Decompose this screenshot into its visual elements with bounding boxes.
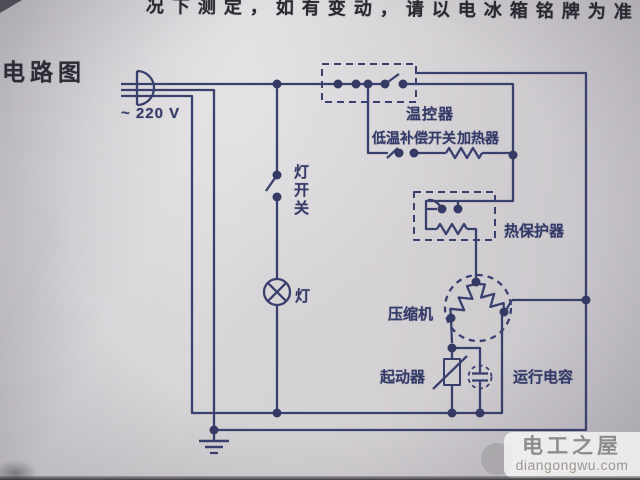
wire-thermostat-to-protector <box>403 82 515 231</box>
compressor-start-winding <box>449 282 477 319</box>
photo-corner-shadow <box>0 0 22 13</box>
thermal-protector-label: 热保护器 <box>504 223 565 240</box>
wire-right-rail <box>214 71 588 432</box>
starter-icon <box>432 318 468 413</box>
photo-bottom-edge <box>0 476 640 480</box>
wire-earth <box>121 88 216 430</box>
thermal-protector-box <box>413 191 496 282</box>
lamp-label: 灯 <box>295 288 311 305</box>
watermark-site-url: diangongwu.com <box>515 457 629 474</box>
junction-dots <box>209 79 591 435</box>
run-capacitor-icon <box>452 346 493 413</box>
low-temp-compensation-switch-label: 低温补偿开关 <box>372 130 456 146</box>
heater-resistor-icon <box>414 146 515 160</box>
compressor-icon <box>443 273 586 343</box>
watermark: 电工之屋 diangongwu.com <box>504 432 640 478</box>
lamp-switch-icon <box>265 84 279 279</box>
run-capacitor-label: 运行电容 <box>513 369 574 386</box>
photo-bottom-left-shadow <box>0 460 38 480</box>
thermostat-label: 温控器 <box>406 106 455 123</box>
watermark-site-name: 电工之屋 <box>522 435 622 459</box>
lamp-icon <box>262 277 292 413</box>
lamp-switch-label: 灯开关 <box>292 164 309 218</box>
voltage-label: ~ 220 V <box>121 105 181 122</box>
heater-label: 加热器 <box>457 130 499 146</box>
starter-label: 起动器 <box>380 369 426 386</box>
compressor-label: 压缩机 <box>388 306 434 323</box>
plug-icon <box>135 69 156 107</box>
diagram-title: 电路图 <box>2 59 86 85</box>
compressor-main-winding <box>475 282 506 313</box>
